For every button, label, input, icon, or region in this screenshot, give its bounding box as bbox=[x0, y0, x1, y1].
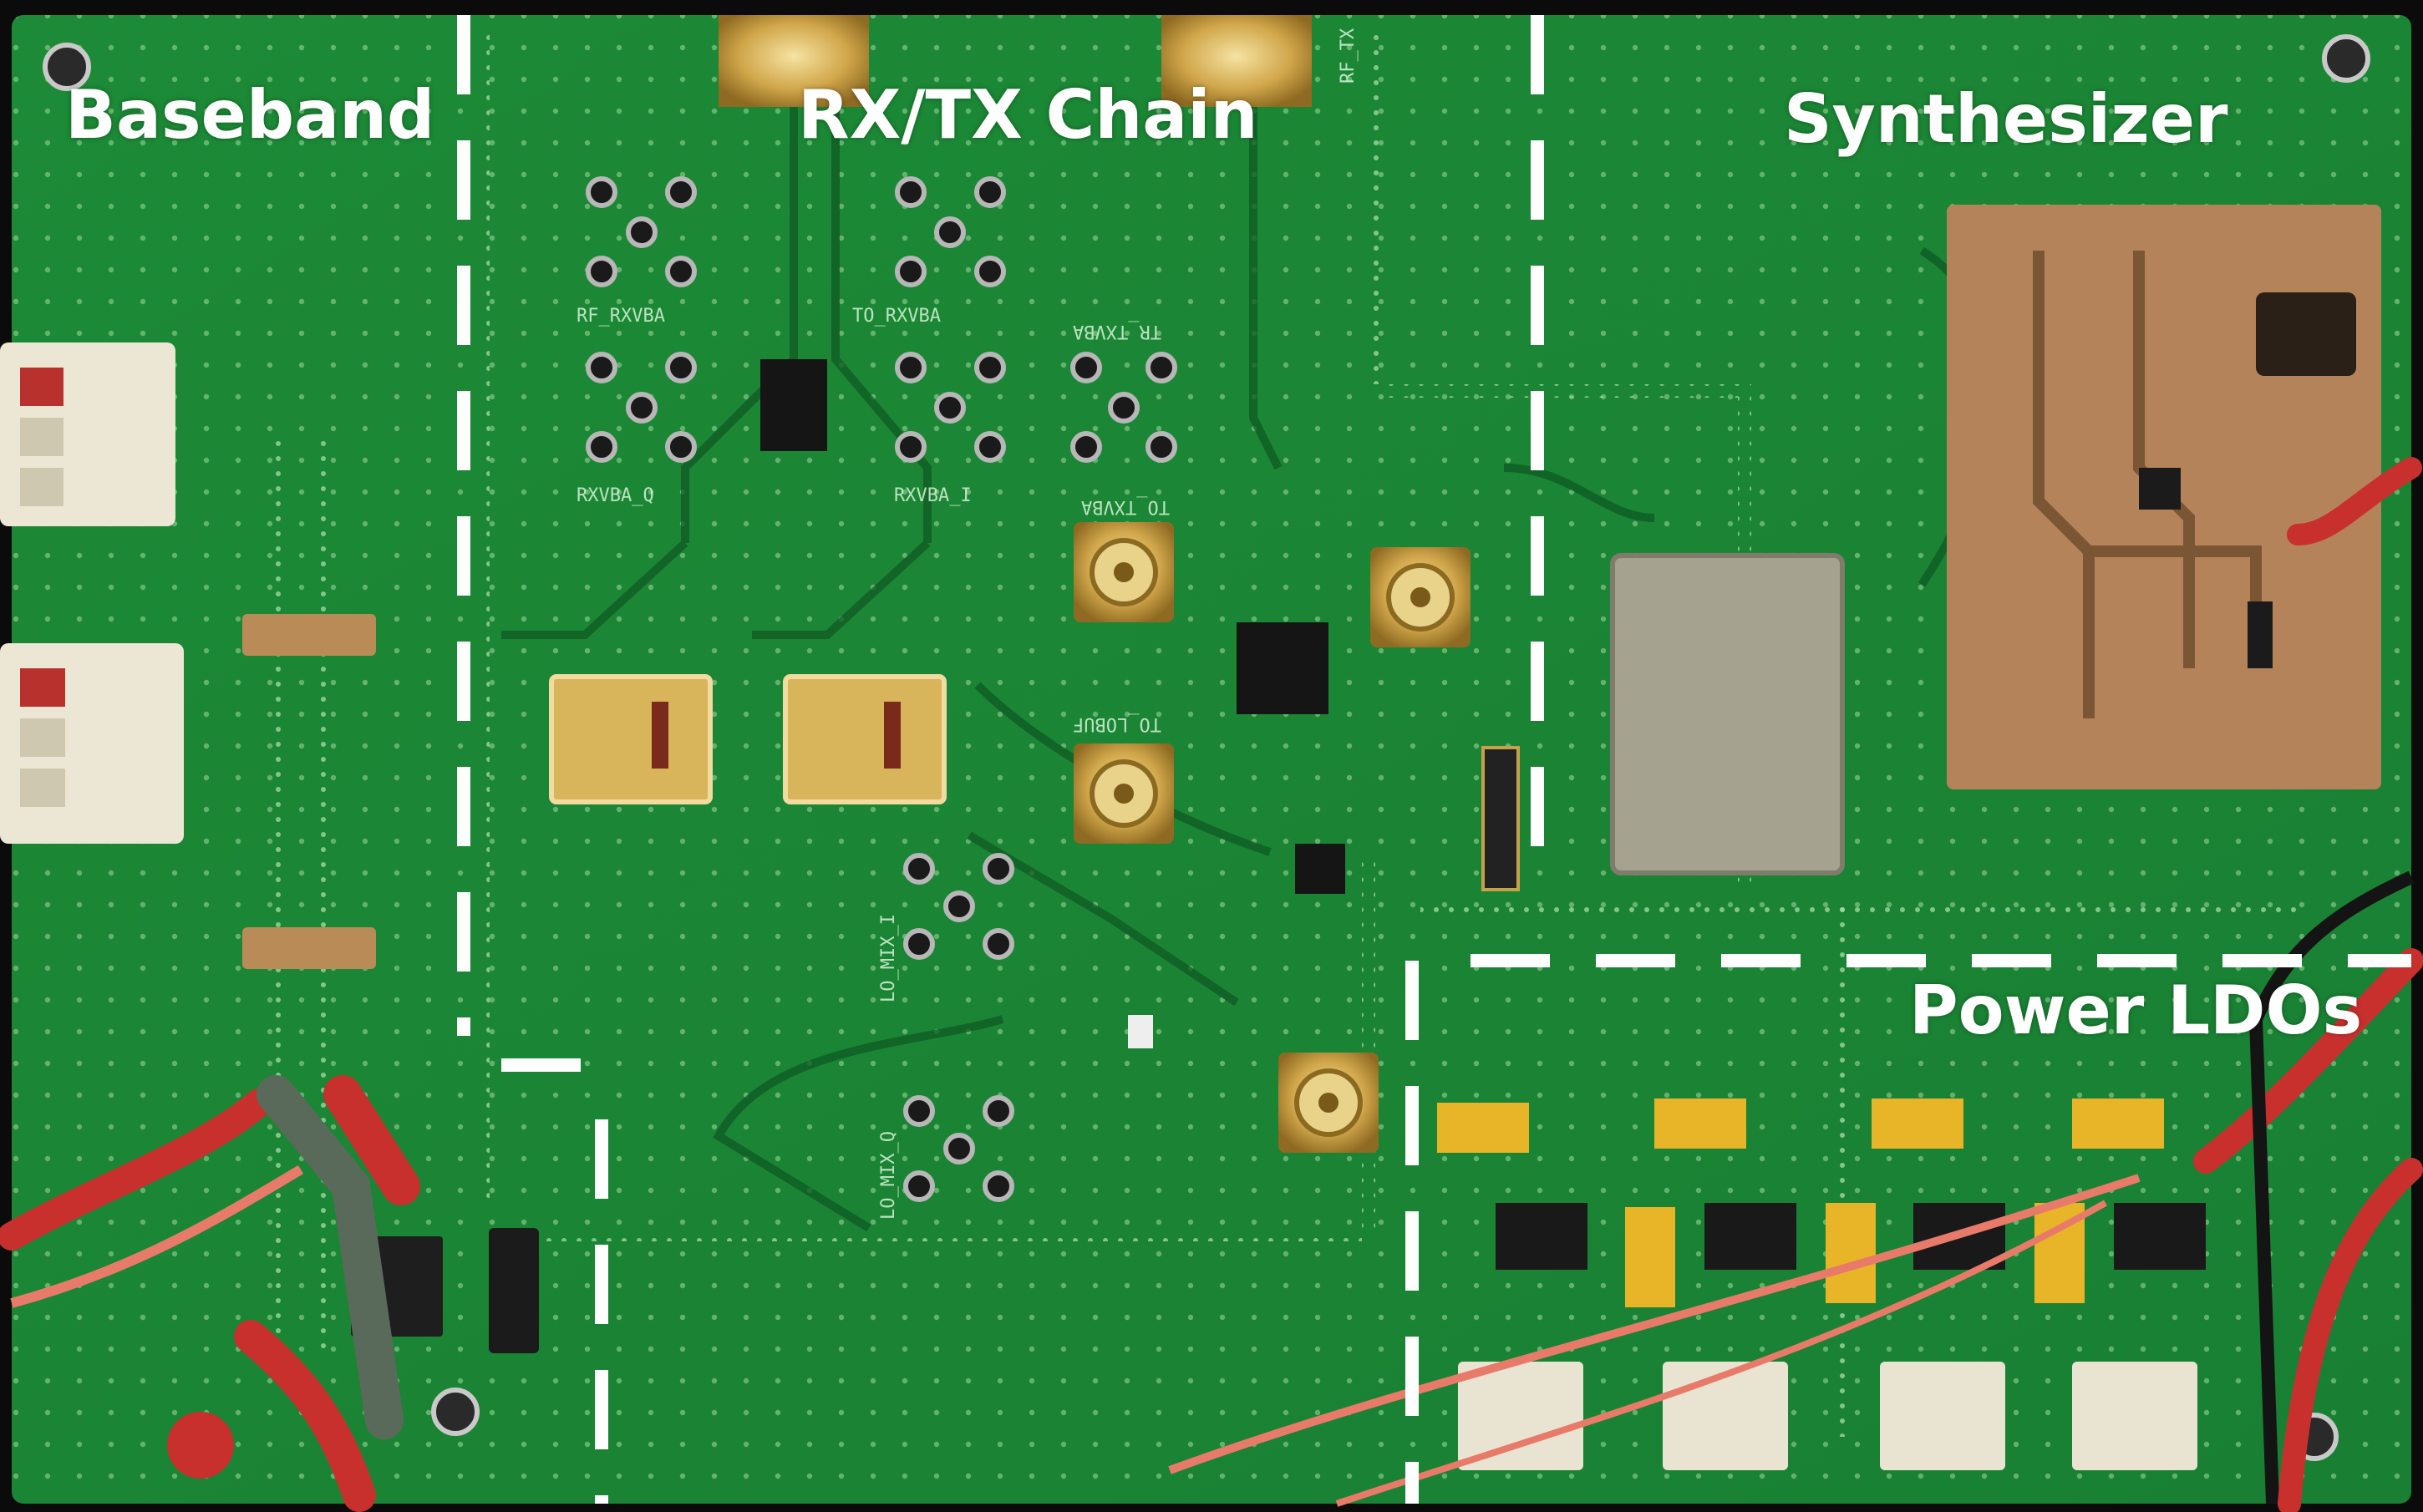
via-grid bbox=[12, 15, 2411, 1504]
silk-lo-mix-q: LO_MIX_Q bbox=[878, 1131, 899, 1220]
silk-rxvba-i: RXVBA_I bbox=[894, 485, 972, 506]
ldo-components bbox=[1437, 1098, 2206, 1470]
sma-connector-icon bbox=[719, 15, 869, 107]
mixer-module bbox=[783, 674, 947, 804]
sma-connector-icon bbox=[1161, 15, 1312, 107]
synth-components bbox=[1610, 205, 2381, 875]
label-power-ldos: Power LDOs bbox=[1909, 972, 2363, 1049]
silk-lo-mix-i: LO_MIX_I bbox=[878, 914, 899, 1002]
mixer-module bbox=[549, 674, 713, 804]
silk-rf-rxvba: RF_RXVBA bbox=[577, 306, 665, 327]
label-rxtx-chain: RX/TX Chain bbox=[798, 76, 1258, 154]
silk-rxvba-q: RXVBA_Q bbox=[577, 485, 654, 506]
label-baseband: Baseband bbox=[65, 76, 435, 154]
vco-module bbox=[1610, 553, 1845, 875]
silk-rf-tx: RF_TX bbox=[1338, 28, 1359, 84]
silkscreen: RF_RXVBA TO_RXVBA TR_TXVBA RXVBA_Q RXVBA… bbox=[577, 28, 1359, 1220]
silk-to-lobuf: TO_LOBUF bbox=[1073, 713, 1161, 734]
rxtx-components bbox=[549, 15, 1520, 1202]
sma-connector-icon bbox=[1074, 522, 1174, 622]
silk-tr-txvba: TR_TXVBA bbox=[1073, 321, 1161, 342]
silk-to-txvba: TO_TXVBA bbox=[1081, 496, 1170, 517]
ic-chip bbox=[1237, 622, 1328, 714]
sma-connector-icon bbox=[1278, 1053, 1379, 1153]
sma-connector-icon bbox=[1074, 743, 1174, 844]
silk-to-rxvba: TO_RXVBA bbox=[852, 306, 941, 327]
label-synthesizer: Synthesizer bbox=[1784, 80, 2228, 158]
region-dividers bbox=[457, 15, 2411, 1504]
probe-wires bbox=[0, 457, 2423, 1512]
ic-chip bbox=[760, 359, 827, 451]
sma-connector-icon bbox=[1370, 547, 1471, 647]
